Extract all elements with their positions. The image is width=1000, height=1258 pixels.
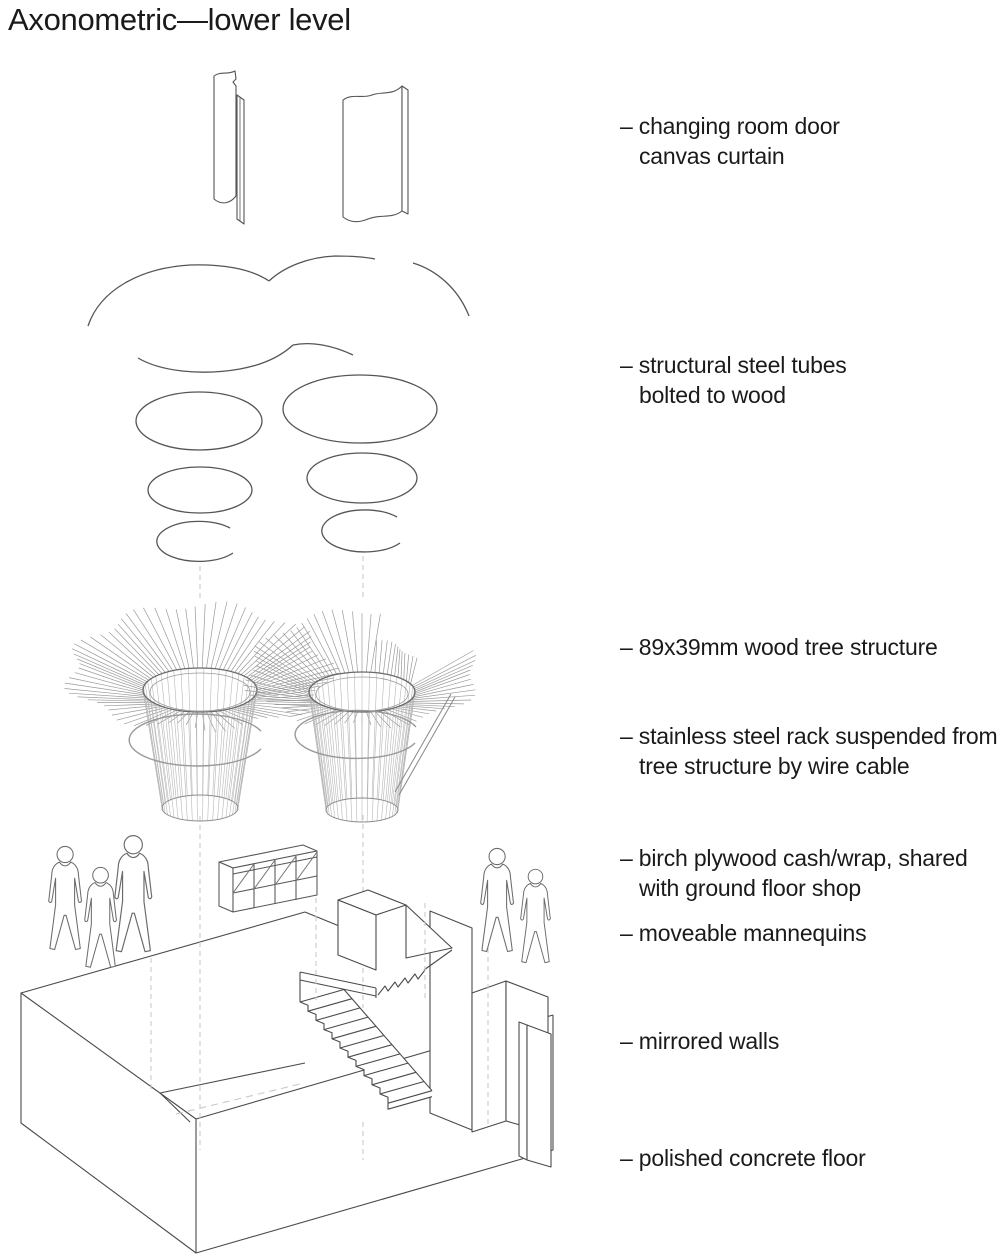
annotation-structural-steel: – structural steel tubes bolted to wood — [620, 352, 847, 408]
stair-sawtooth — [377, 949, 453, 996]
staircase — [299, 889, 453, 1110]
stair-flight — [299, 988, 433, 1110]
annotation-mirrored-walls: – mirrored walls — [620, 1028, 780, 1054]
cashwrap-counter — [218, 844, 318, 913]
annotation-wood-tree-structure: – 89x39mm wood tree structure — [620, 634, 938, 660]
annotation-moveable-mannequins: – moveable mannequins — [620, 920, 867, 946]
page-title: Axonometric—lower level — [8, 2, 351, 37]
stair-landing-triangle — [405, 904, 453, 959]
mirrored-wall-panel — [518, 1021, 552, 1168]
steel-tube-rings — [87, 255, 470, 563]
annotation-birch-plywood-cash: – birch plywood cash/wrap, shared with g… — [620, 845, 968, 901]
annotation-polished-concrete: – polished concrete floor — [620, 1145, 866, 1171]
pit-interior-edges — [159, 1062, 306, 1123]
stair-landing-face — [337, 899, 377, 971]
annotation-changing-room-door: – changing room door canvas curtain — [620, 113, 840, 169]
loose-slat — [394, 693, 456, 796]
wire-rack-ring-left — [128, 713, 262, 767]
curtain-right — [342, 85, 409, 223]
projection-lines-front — [150, 898, 489, 1128]
stair-winders — [299, 971, 377, 1002]
wire-rack-ring-right — [294, 693, 456, 796]
annotation-stainless-steel-rack: – stainless steel rack suspended from tr… — [620, 723, 998, 779]
floor-outer-edges — [20, 911, 554, 1254]
stair-enclosure-walls — [429, 910, 549, 1134]
curtain-left — [213, 70, 245, 225]
